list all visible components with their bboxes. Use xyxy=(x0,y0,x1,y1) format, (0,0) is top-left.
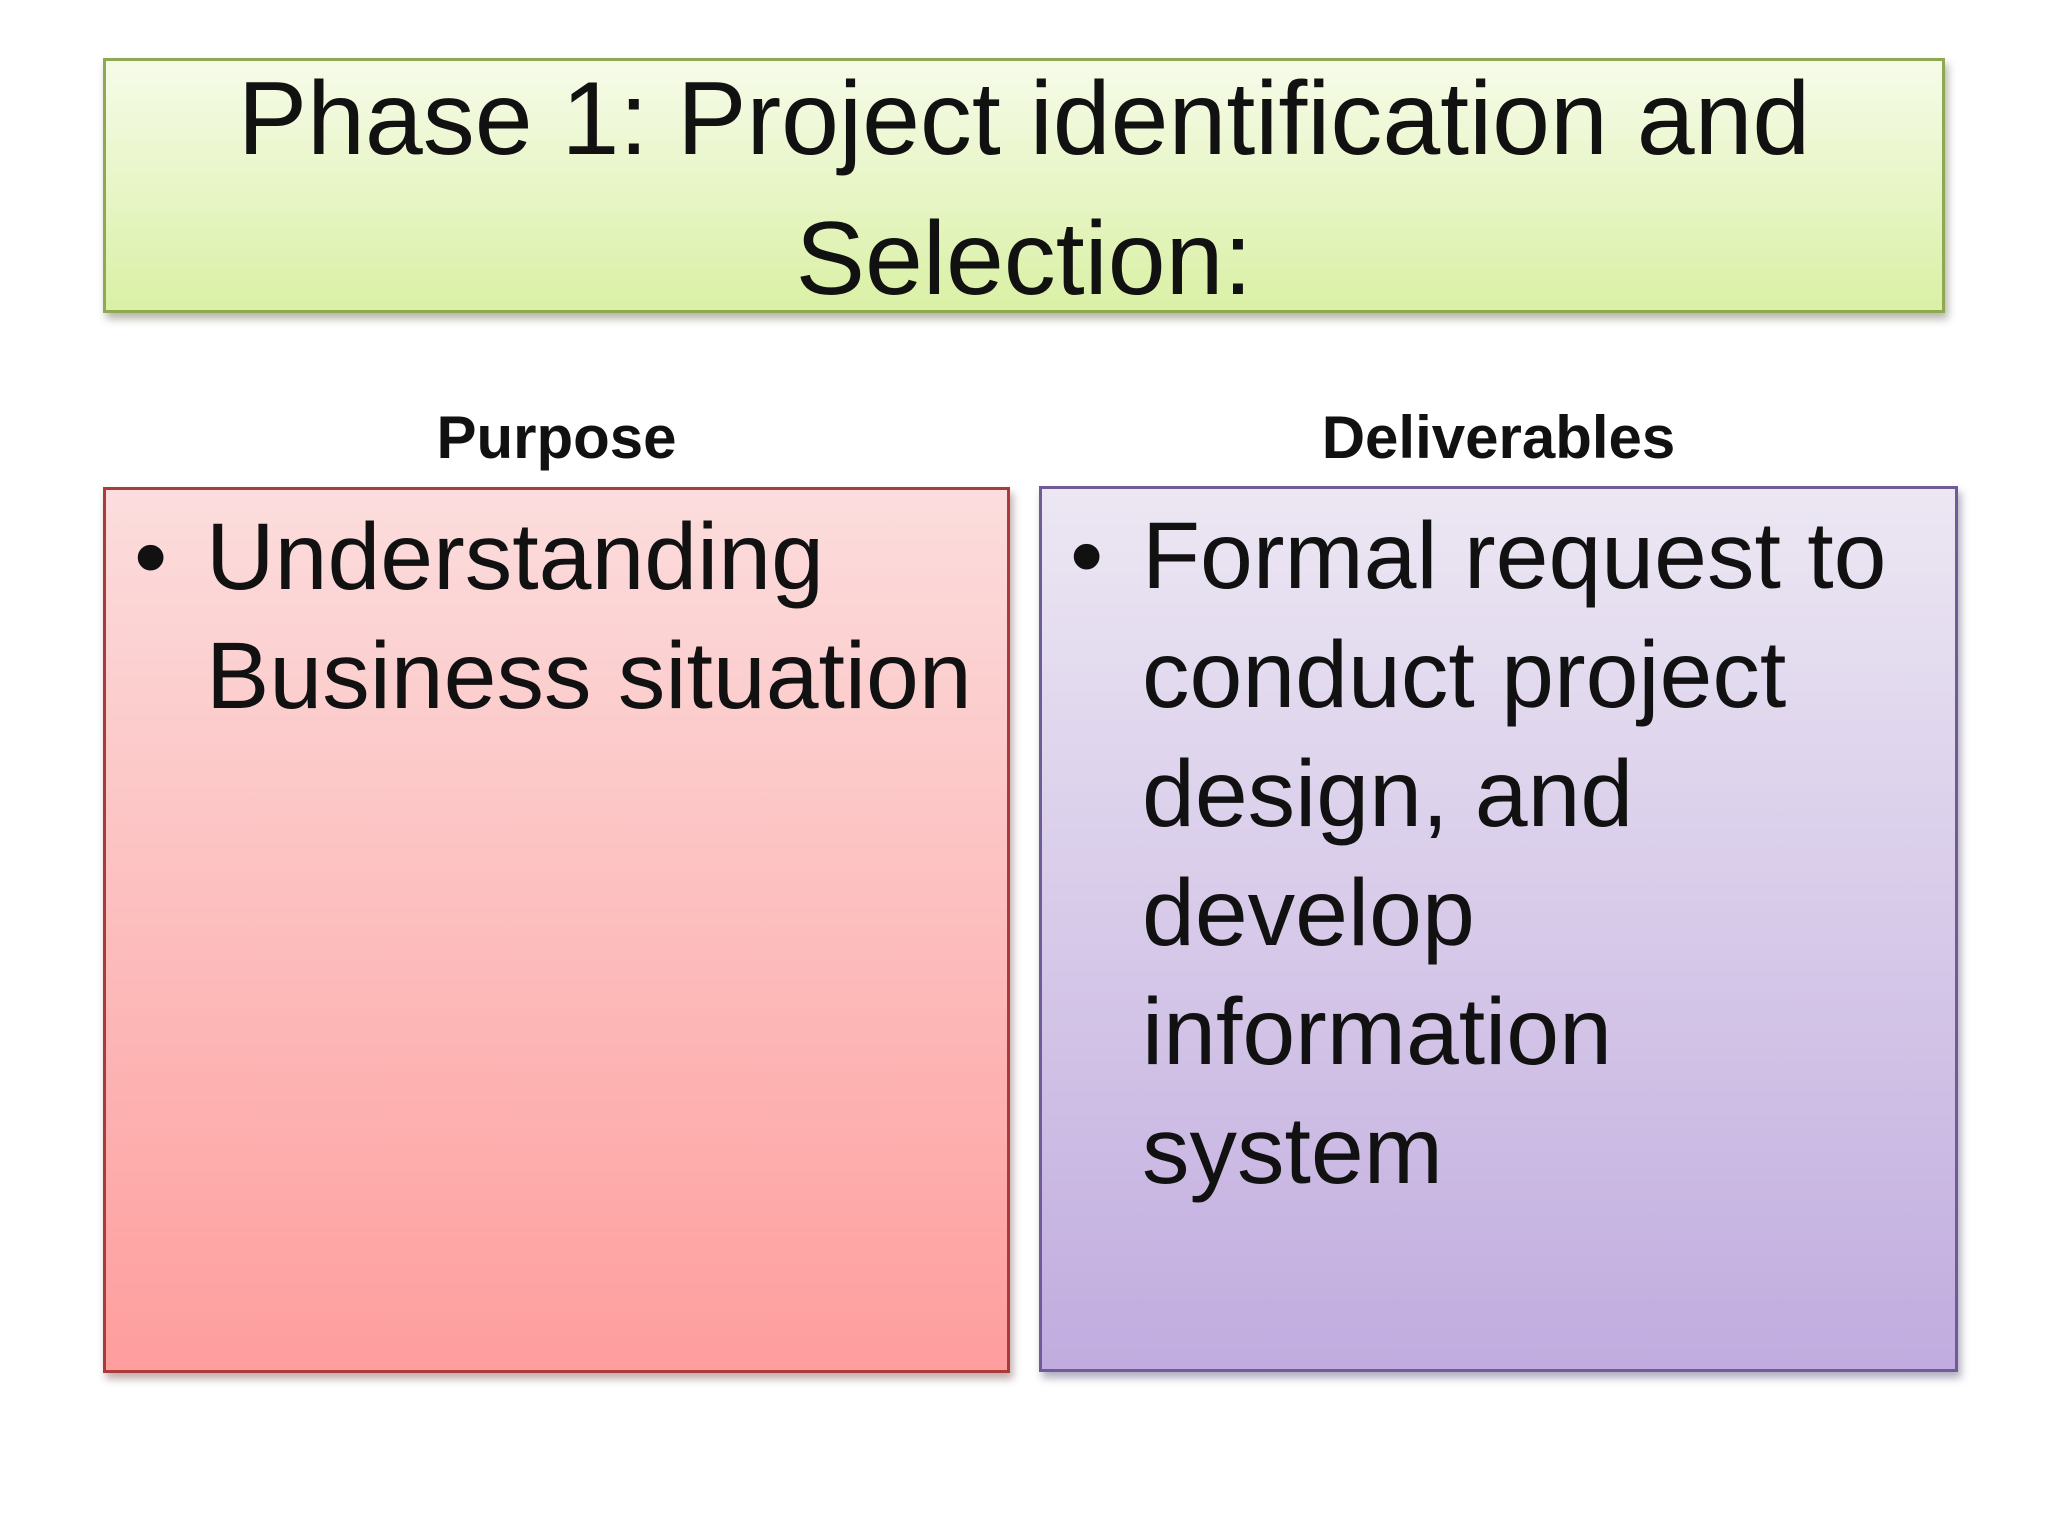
deliverables-header: Deliverables xyxy=(1321,404,1676,471)
slide-title: Phase 1: Project identification and Sele… xyxy=(106,49,1942,329)
bullet-text-line: Formal request to xyxy=(1142,503,1887,609)
slide-title-line-2: Selection: xyxy=(795,201,1253,317)
purpose-bullet-item: • Understanding Business situation xyxy=(134,498,983,736)
purpose-bullet-text: Understanding Business situation xyxy=(206,498,983,736)
slide-title-box: Phase 1: Project identification and Sele… xyxy=(103,58,1945,317)
slide-title-line-1: Phase 1: Project identification and xyxy=(237,61,1811,177)
purpose-header: Purpose xyxy=(436,404,677,471)
bullet-text-line: Business situation xyxy=(206,623,972,729)
bullet-text-line: system xyxy=(1142,1098,1443,1204)
bullet-text-line: information xyxy=(1142,979,1612,1085)
bullet-icon: • xyxy=(1070,503,1104,609)
purpose-box: • Understanding Business situation xyxy=(103,487,1010,1373)
deliverables-box: • Formal request to conduct project desi… xyxy=(1039,486,1958,1372)
deliverables-bullet-item: • Formal request to conduct project desi… xyxy=(1070,497,1931,1211)
bullet-text-line: design, and xyxy=(1142,741,1634,847)
bullet-text-line: Understanding xyxy=(206,504,824,610)
deliverables-bullet-text: Formal request to conduct project design… xyxy=(1142,497,1931,1211)
bullet-icon: • xyxy=(134,504,168,610)
bullet-text-line: conduct project xyxy=(1142,622,1787,728)
bullet-text-line: develop xyxy=(1142,860,1475,966)
